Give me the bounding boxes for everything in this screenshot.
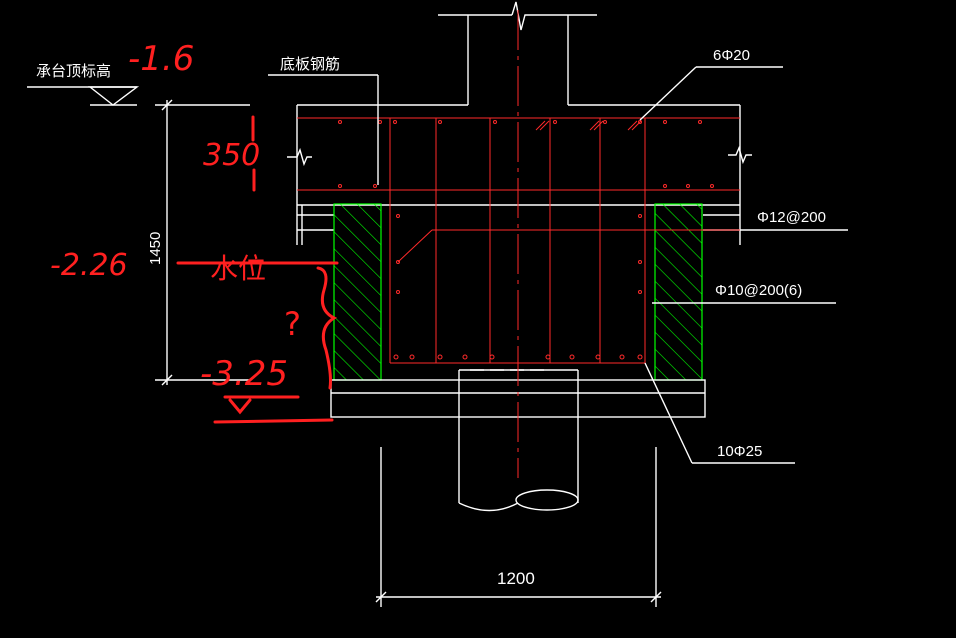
handwritten-slab-thickness: 350 <box>203 138 260 173</box>
rebar-cage <box>297 117 745 364</box>
column-outline <box>297 1 740 106</box>
bottom-rebar-label: 10Φ25 <box>717 443 762 460</box>
hatched-blocks <box>333 203 703 381</box>
stirrup-10-label: Φ10@200(6) <box>715 282 802 299</box>
elevation-bottom-triangle <box>228 398 252 415</box>
dimension-width <box>375 447 662 607</box>
dimension-height-label: 1450 <box>147 232 164 265</box>
stirrup-12-label: Φ12@200 <box>757 209 826 226</box>
handwritten-water-level-value: -2.26 <box>50 248 128 283</box>
elevation-symbol <box>27 86 140 106</box>
handwritten-elevation-top: -1.6 <box>128 39 194 79</box>
bottom-level-line <box>213 418 334 424</box>
cap-top-elevation-label: 承台顶标高 <box>36 63 111 80</box>
handwritten-brace <box>316 266 338 390</box>
dimension-width-label: 1200 <box>497 569 535 588</box>
handwritten-water-level-label: 水位 <box>210 252 266 285</box>
top-rebar-label: 6Φ20 <box>713 47 750 64</box>
bottom-slab-rebar-label: 底板钢筋 <box>280 55 340 73</box>
leader-lines <box>268 66 848 464</box>
handwritten-elevation-bottom: -3.25 <box>200 354 288 394</box>
dimension-height <box>155 99 250 386</box>
handwritten-question: ? <box>284 305 301 343</box>
